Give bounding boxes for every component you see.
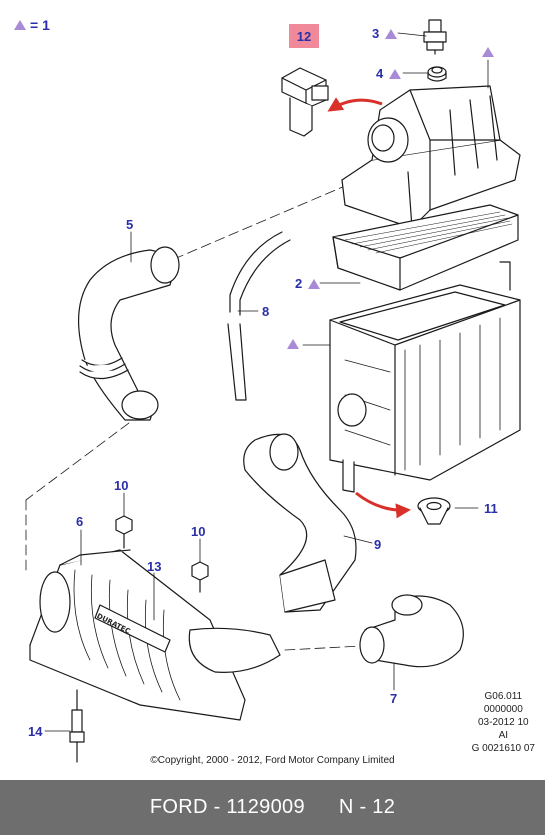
intake-hose-part-5 xyxy=(78,246,180,421)
drawing-code-block: G06.011 0000000 03-2012 10 AI G 0021610 … xyxy=(472,690,535,755)
callout-label: 11 xyxy=(484,501,498,516)
legend-text: = 1 xyxy=(30,17,50,33)
callout-label: 9 xyxy=(374,537,382,552)
air-cleaner-lower-housing xyxy=(329,261,521,493)
callout-9: 9 xyxy=(374,537,381,552)
leader-lines xyxy=(44,32,489,732)
red-arrows xyxy=(327,97,411,519)
bolt-part-10-lower xyxy=(191,561,209,593)
bolt-part-10-upper xyxy=(115,515,133,549)
valve-part-3 xyxy=(423,19,447,55)
callout-label: 8 xyxy=(262,304,270,319)
legend: = 1 xyxy=(14,17,50,33)
callout-2: 2 xyxy=(295,276,321,291)
intake-manifold-part-6 xyxy=(29,549,281,721)
code-line: 0000000 xyxy=(483,704,523,715)
callout-label: 10 xyxy=(191,524,206,539)
callout-4: 4 xyxy=(376,66,402,81)
maf-sensor-part-12 xyxy=(281,67,329,137)
air-intake-exploded-diagram xyxy=(25,19,521,763)
triangle-icon-housing xyxy=(287,339,299,349)
triangle-icon xyxy=(389,68,402,79)
callout-label: 6 xyxy=(76,514,84,529)
callout-label: 13 xyxy=(147,559,162,574)
callout-12-highlighted: 12 xyxy=(289,24,319,48)
footer-bar: FORD - 1129009 N - 12 xyxy=(0,780,545,835)
red-arrow-to-grommet xyxy=(355,491,411,519)
callout-7: 7 xyxy=(390,691,397,706)
callout-14: 14 xyxy=(28,724,42,739)
callout-8: 8 xyxy=(262,304,269,319)
callout-6: 6 xyxy=(76,514,83,529)
breather-tube-part-8 xyxy=(227,231,291,401)
triangle-icon-lid xyxy=(482,47,494,57)
callout-11: 11 xyxy=(484,501,498,516)
callout-label: 7 xyxy=(390,691,398,706)
legend-triangle-icon xyxy=(14,20,26,30)
callout-5: 5 xyxy=(126,217,133,232)
copyright-text: ©Copyright, 2000 - 2012, Ford Motor Comp… xyxy=(150,755,395,766)
triangle-icon xyxy=(308,278,321,289)
grommet-part-11 xyxy=(417,497,451,525)
callout-10-lower: 10 xyxy=(191,524,205,539)
code-line: 03-2012 10 xyxy=(478,717,529,728)
air-filter-element-part-2 xyxy=(332,204,519,291)
grommet-part-4 xyxy=(427,66,447,82)
callout-10-upper: 10 xyxy=(114,478,128,493)
footer-reference: N - 12 xyxy=(338,796,396,818)
code-line: G 0021610 07 xyxy=(471,743,535,754)
red-arrow-to-maf-sensor xyxy=(327,97,383,112)
callout-label: 2 xyxy=(295,276,303,291)
callout-label: 3 xyxy=(372,26,380,41)
code-line: G06.011 xyxy=(484,691,523,702)
callout-3: 3 xyxy=(372,26,398,41)
callout-label: 10 xyxy=(114,478,129,493)
triangle-icon xyxy=(385,28,398,39)
code-line: AI xyxy=(498,730,509,741)
sensor-part-14 xyxy=(69,689,85,763)
callout-13: 13 xyxy=(147,559,161,574)
callout-label: 14 xyxy=(28,724,43,739)
callout-label: 4 xyxy=(376,66,384,81)
intake-duct-part-9 xyxy=(243,433,357,613)
callout-label: 5 xyxy=(126,217,134,232)
air-cleaner-lid xyxy=(341,85,521,229)
footer-part-number: FORD - 1129009 xyxy=(149,796,305,818)
hose-part-7 xyxy=(359,594,464,668)
